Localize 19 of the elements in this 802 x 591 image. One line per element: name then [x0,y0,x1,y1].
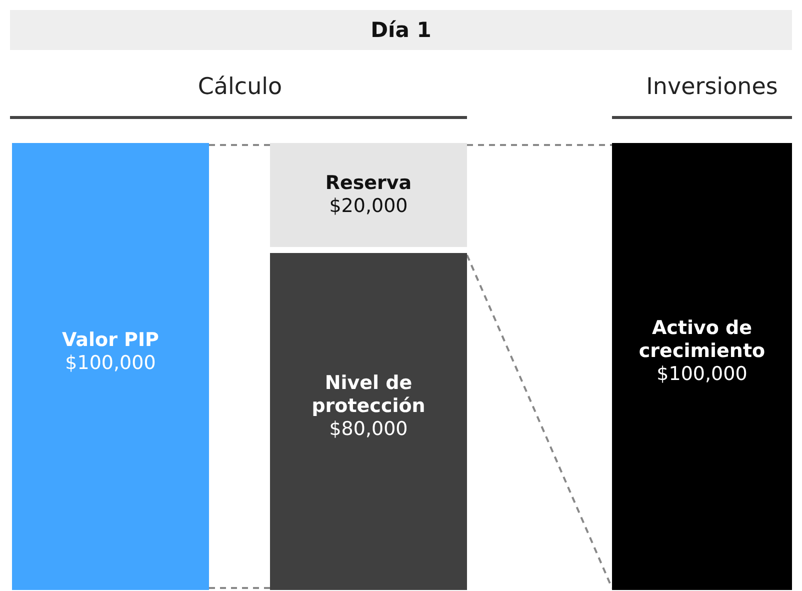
reserve-bar [270,143,467,247]
amount-text: $80,000 [329,418,408,441]
value-bar [12,143,209,590]
amount-text: $20,000 [329,195,408,218]
bar-heading: Nivel de protección [310,372,426,418]
day-heading: Día 1 [370,18,432,42]
section-heading: Cálculo [196,74,284,100]
dashed-connector [209,587,270,589]
dashed-connector [466,254,613,588]
dashed-connector [209,144,270,146]
protection-bar [270,253,467,590]
bar-heading: Activo de crecimiento [638,317,766,363]
bar-heading: Valor PIP [61,328,160,352]
amount-text: $100,000 [656,363,748,386]
bar-heading: Reserva [324,172,413,195]
growth-asset-bar [612,143,792,590]
amount-text: $100,000 [65,352,156,374]
section-heading: Inversiones [645,74,779,100]
dashed-connector [467,144,612,146]
